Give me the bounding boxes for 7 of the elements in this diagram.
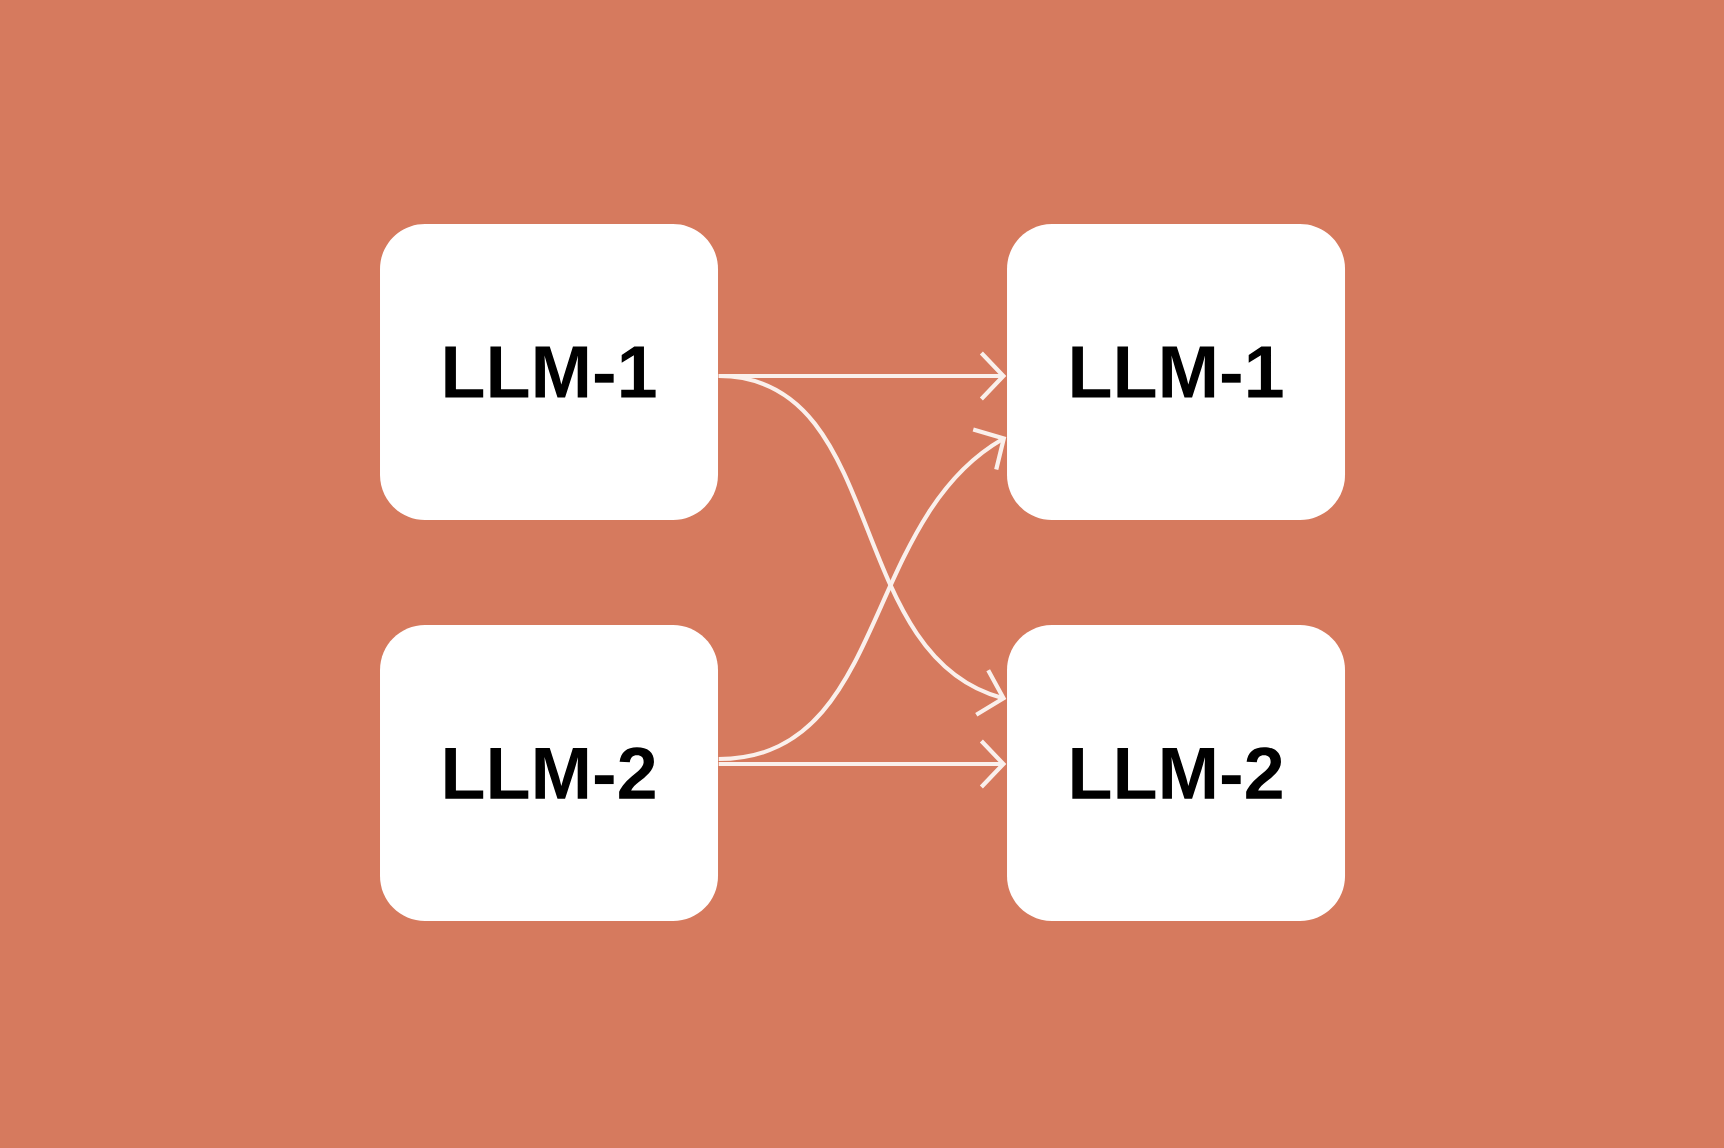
process-box: LLM-1 bbox=[380, 224, 718, 520]
process-box: LLM-2 bbox=[1007, 625, 1346, 921]
arrow bbox=[718, 427, 1007, 762]
arrow bbox=[718, 373, 1007, 717]
process-box: LLM-2 bbox=[380, 625, 718, 921]
arrow bbox=[718, 739, 1007, 789]
process-box: LLM-1 bbox=[1007, 224, 1346, 520]
